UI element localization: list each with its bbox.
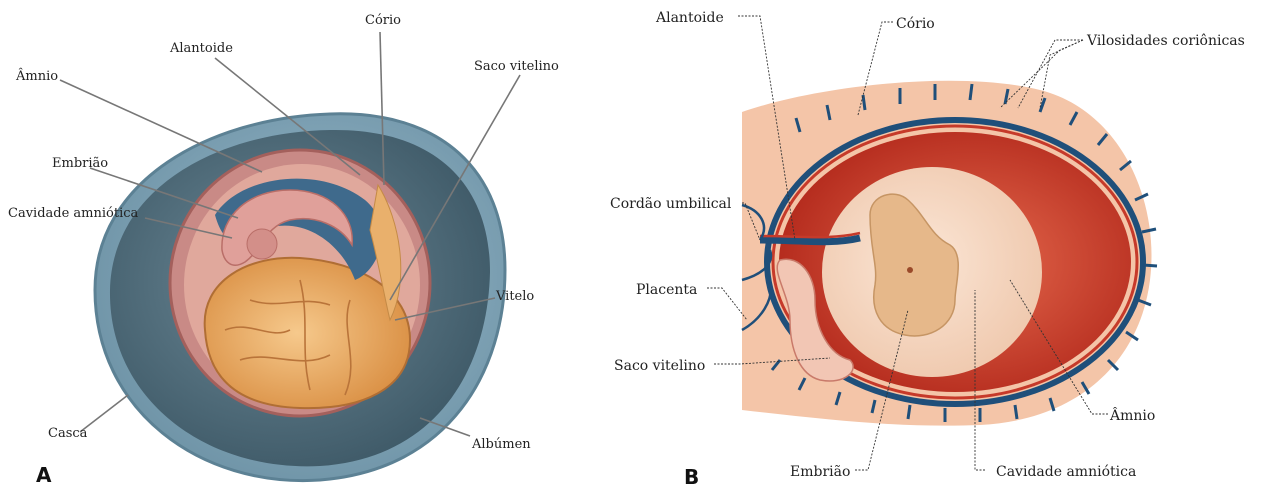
label-a-albumen: Albúmen bbox=[471, 437, 531, 452]
panel-letter-a: A bbox=[36, 463, 52, 487]
label-a-cavidade-amniotica: Cavidade amniótica bbox=[8, 206, 139, 221]
label-b-corio: Cório bbox=[896, 16, 935, 32]
egg-diagram bbox=[95, 114, 505, 481]
label-a-casca: Casca bbox=[48, 426, 88, 441]
label-b-placenta: Placenta bbox=[636, 282, 697, 298]
placenta-diagram bbox=[742, 81, 1157, 426]
label-b-vilosidades: Vilosidades coriônicas bbox=[1086, 33, 1245, 49]
label-b-cordao: Cordão umbilical bbox=[610, 196, 732, 212]
embryo-b-eye bbox=[907, 267, 913, 273]
label-a-vitelo: Vitelo bbox=[495, 289, 534, 304]
label-a-embriao: Embrião bbox=[52, 156, 108, 171]
panel-letter-b: B bbox=[684, 465, 699, 489]
label-b-cavidade-amniotica: Cavidade amniótica bbox=[996, 464, 1136, 480]
label-b-embriao: Embrião bbox=[790, 464, 850, 480]
label-a-amnio: Âmnio bbox=[15, 68, 58, 84]
label-a-corio: Cório bbox=[365, 13, 401, 28]
label-b-alantoide: Alantoide bbox=[655, 10, 724, 26]
label-b-amnio: Âmnio bbox=[1109, 406, 1155, 424]
embryo-head-a bbox=[247, 229, 277, 259]
label-a-saco-vitelino: Saco vitelino bbox=[474, 59, 559, 74]
label-b-saco-vitelino: Saco vitelino bbox=[614, 358, 705, 374]
umbilical-cord bbox=[760, 238, 860, 242]
label-a-alantoide: Alantoide bbox=[169, 41, 233, 56]
